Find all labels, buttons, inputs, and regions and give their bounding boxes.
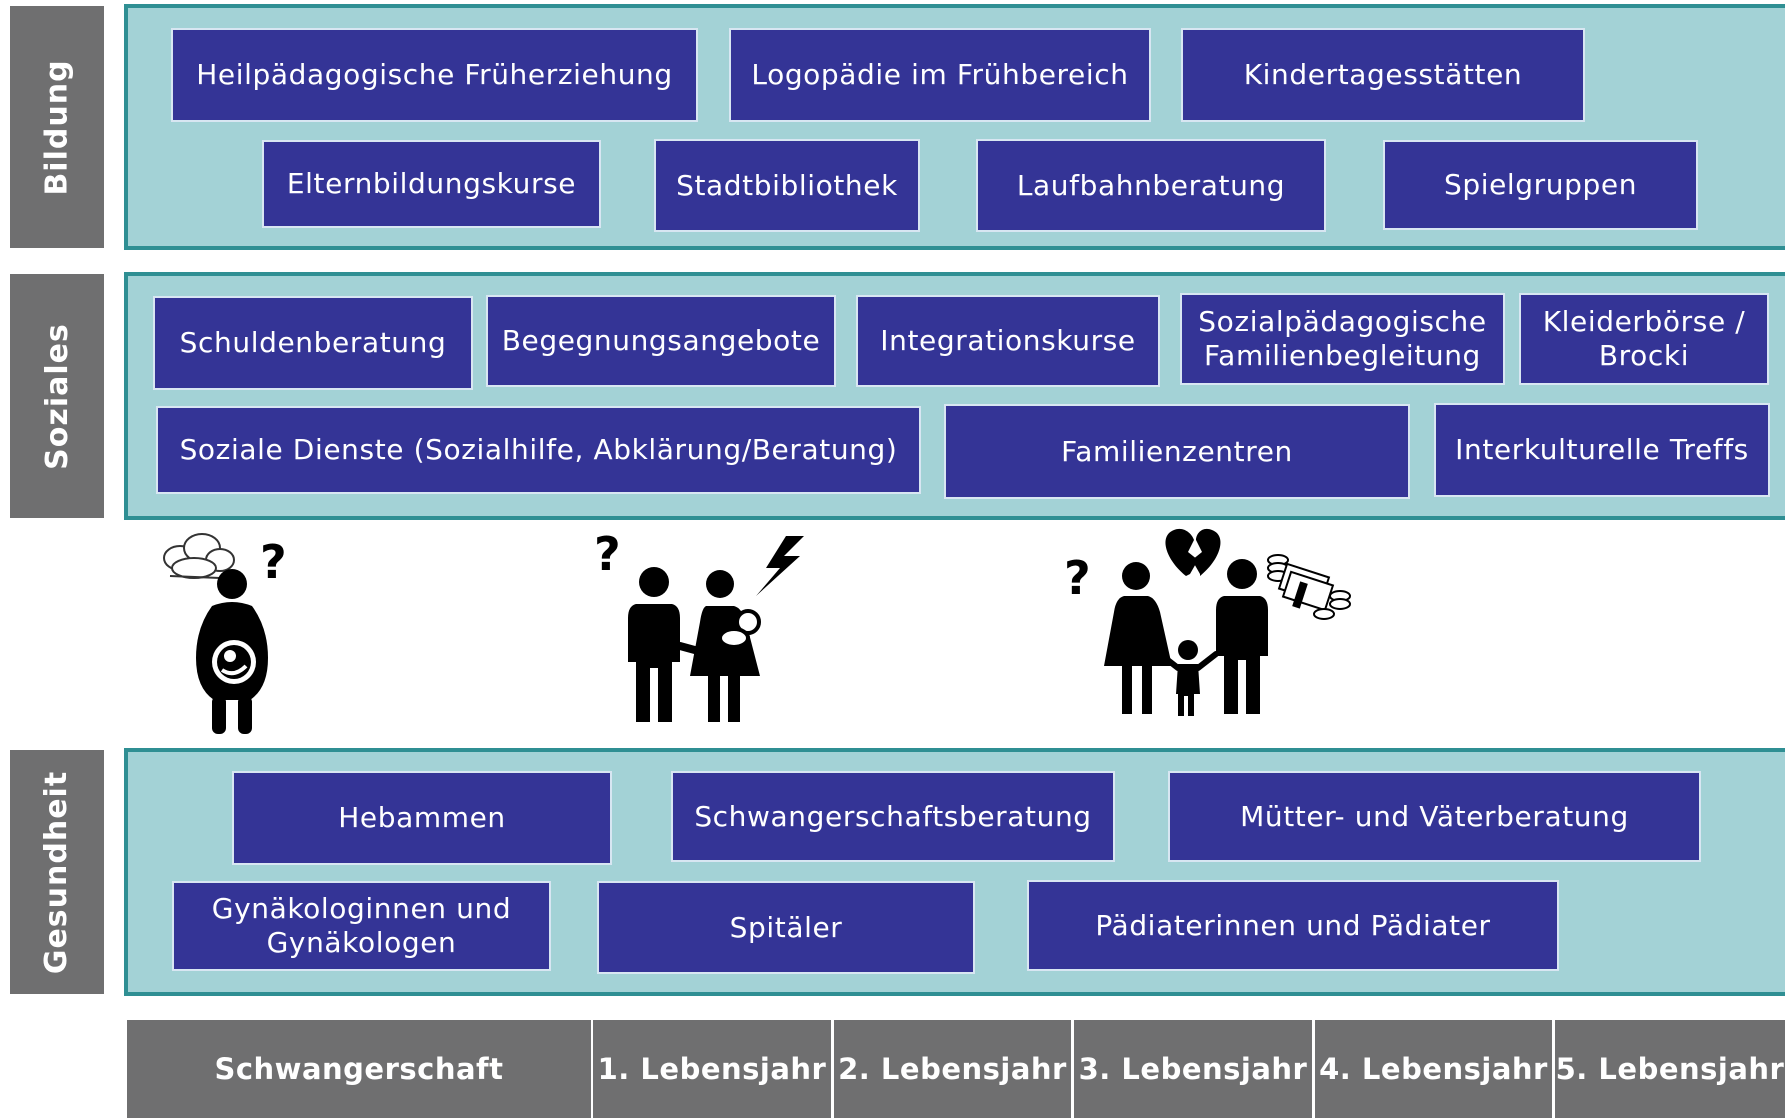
- timeline-lebensjahr-4: 4. Lebensjahr: [1315, 1020, 1552, 1118]
- box-muetter-vaeterberatung: Mütter- und Väterberatung: [1168, 771, 1701, 862]
- box-stadtbibliothek: Stadtbibliothek: [654, 139, 920, 232]
- timeline-lebensjahr-1: 1. Lebensjahr: [593, 1020, 831, 1118]
- parents-with-baby-stress-icon: ?: [594, 527, 804, 722]
- box-logopaedie: Logopädie im Frühbereich: [729, 28, 1151, 122]
- box-hebammen: Hebammen: [232, 771, 612, 865]
- box-familienzentren: Familienzentren: [944, 404, 1410, 499]
- section-label-bildung: Bildung: [10, 6, 104, 248]
- timeline-schwangerschaft: Schwangerschaft: [127, 1020, 591, 1118]
- question-mark-icon: ?: [1064, 551, 1091, 605]
- timeline-lebensjahr-3: 3. Lebensjahr: [1074, 1020, 1312, 1118]
- pregnant-woman-worried-icon: ?: [163, 533, 287, 734]
- box-laufbahnberatung: Laufbahnberatung: [976, 139, 1326, 232]
- box-schuldenberatung: Schuldenberatung: [153, 296, 473, 390]
- question-mark-icon: ?: [594, 527, 621, 581]
- box-interkulturelle-treffs: Interkulturelle Treffs: [1434, 403, 1770, 497]
- box-begegnungsangebote: Begegnungsangebote: [486, 295, 836, 387]
- box-kleiderboerse-brocki: Kleiderbörse / Brocki: [1519, 293, 1769, 385]
- timeline-lebensjahr-2: 2. Lebensjahr: [834, 1020, 1071, 1118]
- box-sozialpaedagogische-familienbegleitung: Sozialpädagogische Familienbegleitung: [1180, 293, 1505, 385]
- box-elternbildungskurse: Elternbildungskurse: [262, 140, 601, 228]
- box-paediaterinnen: Pädiaterinnen und Pädiater: [1027, 880, 1559, 971]
- box-schwangerschaftsberatung: Schwangerschaftsberatung: [671, 771, 1115, 862]
- box-kindertagesstaetten: Kindertagesstätten: [1181, 28, 1585, 122]
- box-spitaeler: Spitäler: [597, 881, 975, 974]
- section-label-gesundheit: Gesundheit: [10, 750, 104, 994]
- box-gynaekologinnen: Gynäkologinnen und Gynäkologen: [172, 881, 551, 971]
- section-label-soziales: Soziales: [10, 274, 104, 518]
- box-integrationskurse: Integrationskurse: [856, 295, 1160, 387]
- family-broken-heart-money-icon: ?: [1064, 528, 1351, 716]
- box-soziale-dienste: Soziale Dienste (Sozialhilfe, Abklärung/…: [156, 406, 921, 494]
- timeline-lebensjahr-5: 5. Lebensjahr: [1555, 1020, 1785, 1118]
- box-spielgruppen: Spielgruppen: [1383, 140, 1698, 230]
- question-mark-icon: ?: [260, 535, 287, 589]
- box-heilpaedagogische-frueherziehung: Heilpädagogische Früherziehung: [171, 28, 698, 122]
